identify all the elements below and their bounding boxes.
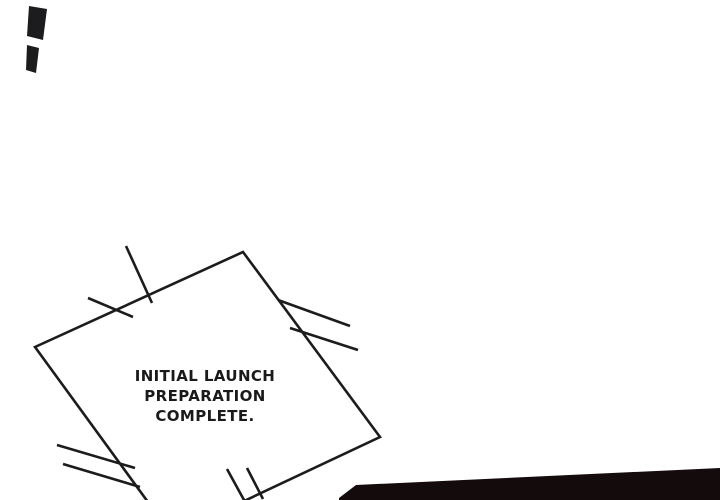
next-panel-band (339, 468, 720, 500)
tick-top-left-shallow (87, 296, 134, 319)
caption-line-3: COMPLETE. (155, 407, 255, 425)
ink-mark-top (27, 6, 47, 40)
caption-line-1: INITIAL LAUNCH (134, 367, 276, 385)
tick-right-upper (277, 298, 351, 328)
ink-mark-bottom (26, 45, 39, 73)
tick-bottom-left-upper (56, 443, 136, 470)
tick-marks (56, 245, 359, 500)
tick-bottom-left-lower (62, 462, 141, 489)
caption-text: INITIAL LAUNCH PREPARATION COMPLETE. (95, 366, 315, 426)
tick-bottom-second (245, 467, 265, 500)
caption-line-2: PREPARATION (144, 387, 266, 405)
panel-edge-ink-marks (26, 6, 47, 73)
tick-right-lower (289, 326, 359, 352)
tick-top-left-steep (124, 245, 154, 304)
tick-bottom-first (225, 468, 246, 500)
caption-box (33, 250, 382, 500)
